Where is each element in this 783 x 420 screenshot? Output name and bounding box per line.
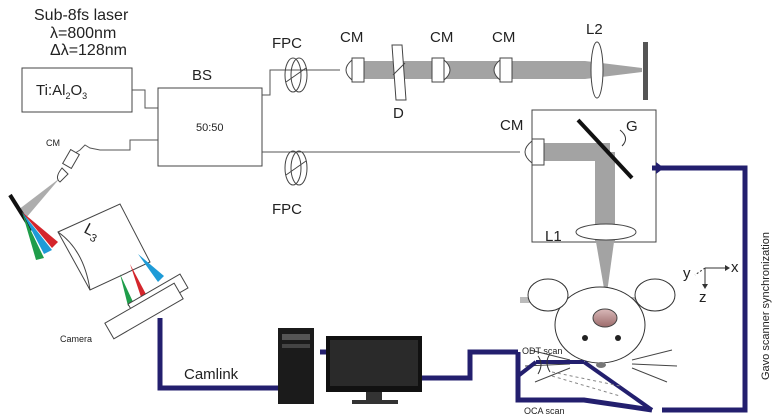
collimator-sample	[524, 138, 545, 166]
collimator-ref-2	[431, 57, 451, 83]
scan-head-box	[531, 109, 657, 243]
sample-focus	[596, 242, 614, 300]
spectrum-blue-out	[138, 254, 164, 282]
cm-detection-label: CM	[46, 138, 60, 148]
axis-x-label: x	[731, 259, 739, 276]
axis-z-label: z	[699, 289, 707, 306]
fpc-bottom	[284, 150, 308, 186]
collimator-ref-3	[493, 57, 513, 83]
lens-l2-label: L2	[586, 21, 603, 38]
galvo-label: G	[626, 118, 638, 135]
sync-cable-right	[652, 165, 748, 413]
odt-scan-label: ODT scan	[522, 346, 562, 356]
computer-tower	[278, 328, 314, 404]
lens-l3	[57, 203, 151, 291]
sample-beam-vertical	[595, 152, 615, 242]
axis-y-label: y	[683, 265, 691, 282]
scan-switch	[515, 352, 654, 413]
galvo-rotation-arrow	[619, 129, 626, 147]
fpc-bottom-label: FPC	[272, 201, 302, 218]
dispersion-label: D	[393, 105, 404, 122]
laser-source-box	[21, 67, 133, 113]
dispersion-plate	[391, 44, 407, 101]
collimator-detection	[56, 148, 81, 183]
sync-arrowhead	[656, 162, 664, 174]
fpc-top-label: FPC	[272, 35, 302, 52]
detection-fiber	[71, 139, 158, 156]
spectrum-green-out	[120, 274, 134, 306]
coordinate-axes	[694, 265, 730, 289]
laser-source-label: Ti:Al2O3	[36, 82, 87, 101]
laser-title: Sub-8fs laser	[34, 7, 129, 24]
detection-beam	[18, 178, 60, 218]
grating	[8, 193, 34, 232]
spectrum-blue-in	[22, 212, 52, 254]
lens-l1	[575, 223, 637, 241]
computer-monitor	[326, 336, 422, 404]
cm-ref-2-label: CM	[430, 29, 453, 46]
mouse-illustration	[520, 278, 678, 383]
spectrum-red-out	[130, 264, 148, 300]
camera	[104, 273, 189, 340]
laser-fiber	[132, 89, 158, 109]
bs-label: BS	[192, 67, 212, 84]
cm-ref-1-label: CM	[340, 29, 363, 46]
lens-l1-label: L1	[545, 228, 562, 245]
laser-bandwidth: Δλ=128nm	[50, 42, 127, 59]
reference-mirror	[643, 42, 648, 100]
fpc-top	[284, 57, 308, 93]
reference-beam	[360, 61, 585, 79]
camlink-cable	[157, 318, 278, 391]
laser-wavelength: λ=800nm	[50, 25, 116, 42]
oca-scan-label: OCA scan	[524, 406, 565, 416]
reference-fiber	[262, 69, 340, 96]
beam-splitter-box	[157, 87, 263, 167]
cm-ref-3-label: CM	[492, 29, 515, 46]
cm-sample-label: CM	[500, 117, 523, 134]
sync-label: Gavo scanner synchronization	[760, 232, 772, 380]
galvo-mirror	[576, 118, 634, 180]
camera-label: Camera	[60, 334, 92, 344]
spectrum-red-in	[22, 212, 58, 248]
sample-beam-horizontal	[540, 143, 610, 161]
lens-l2	[590, 41, 604, 99]
bs-ratio: 50:50	[196, 122, 224, 134]
collimator-ref-1	[345, 57, 365, 83]
camlink-label: Camlink	[184, 366, 239, 383]
spectrum-green-in	[22, 212, 44, 260]
